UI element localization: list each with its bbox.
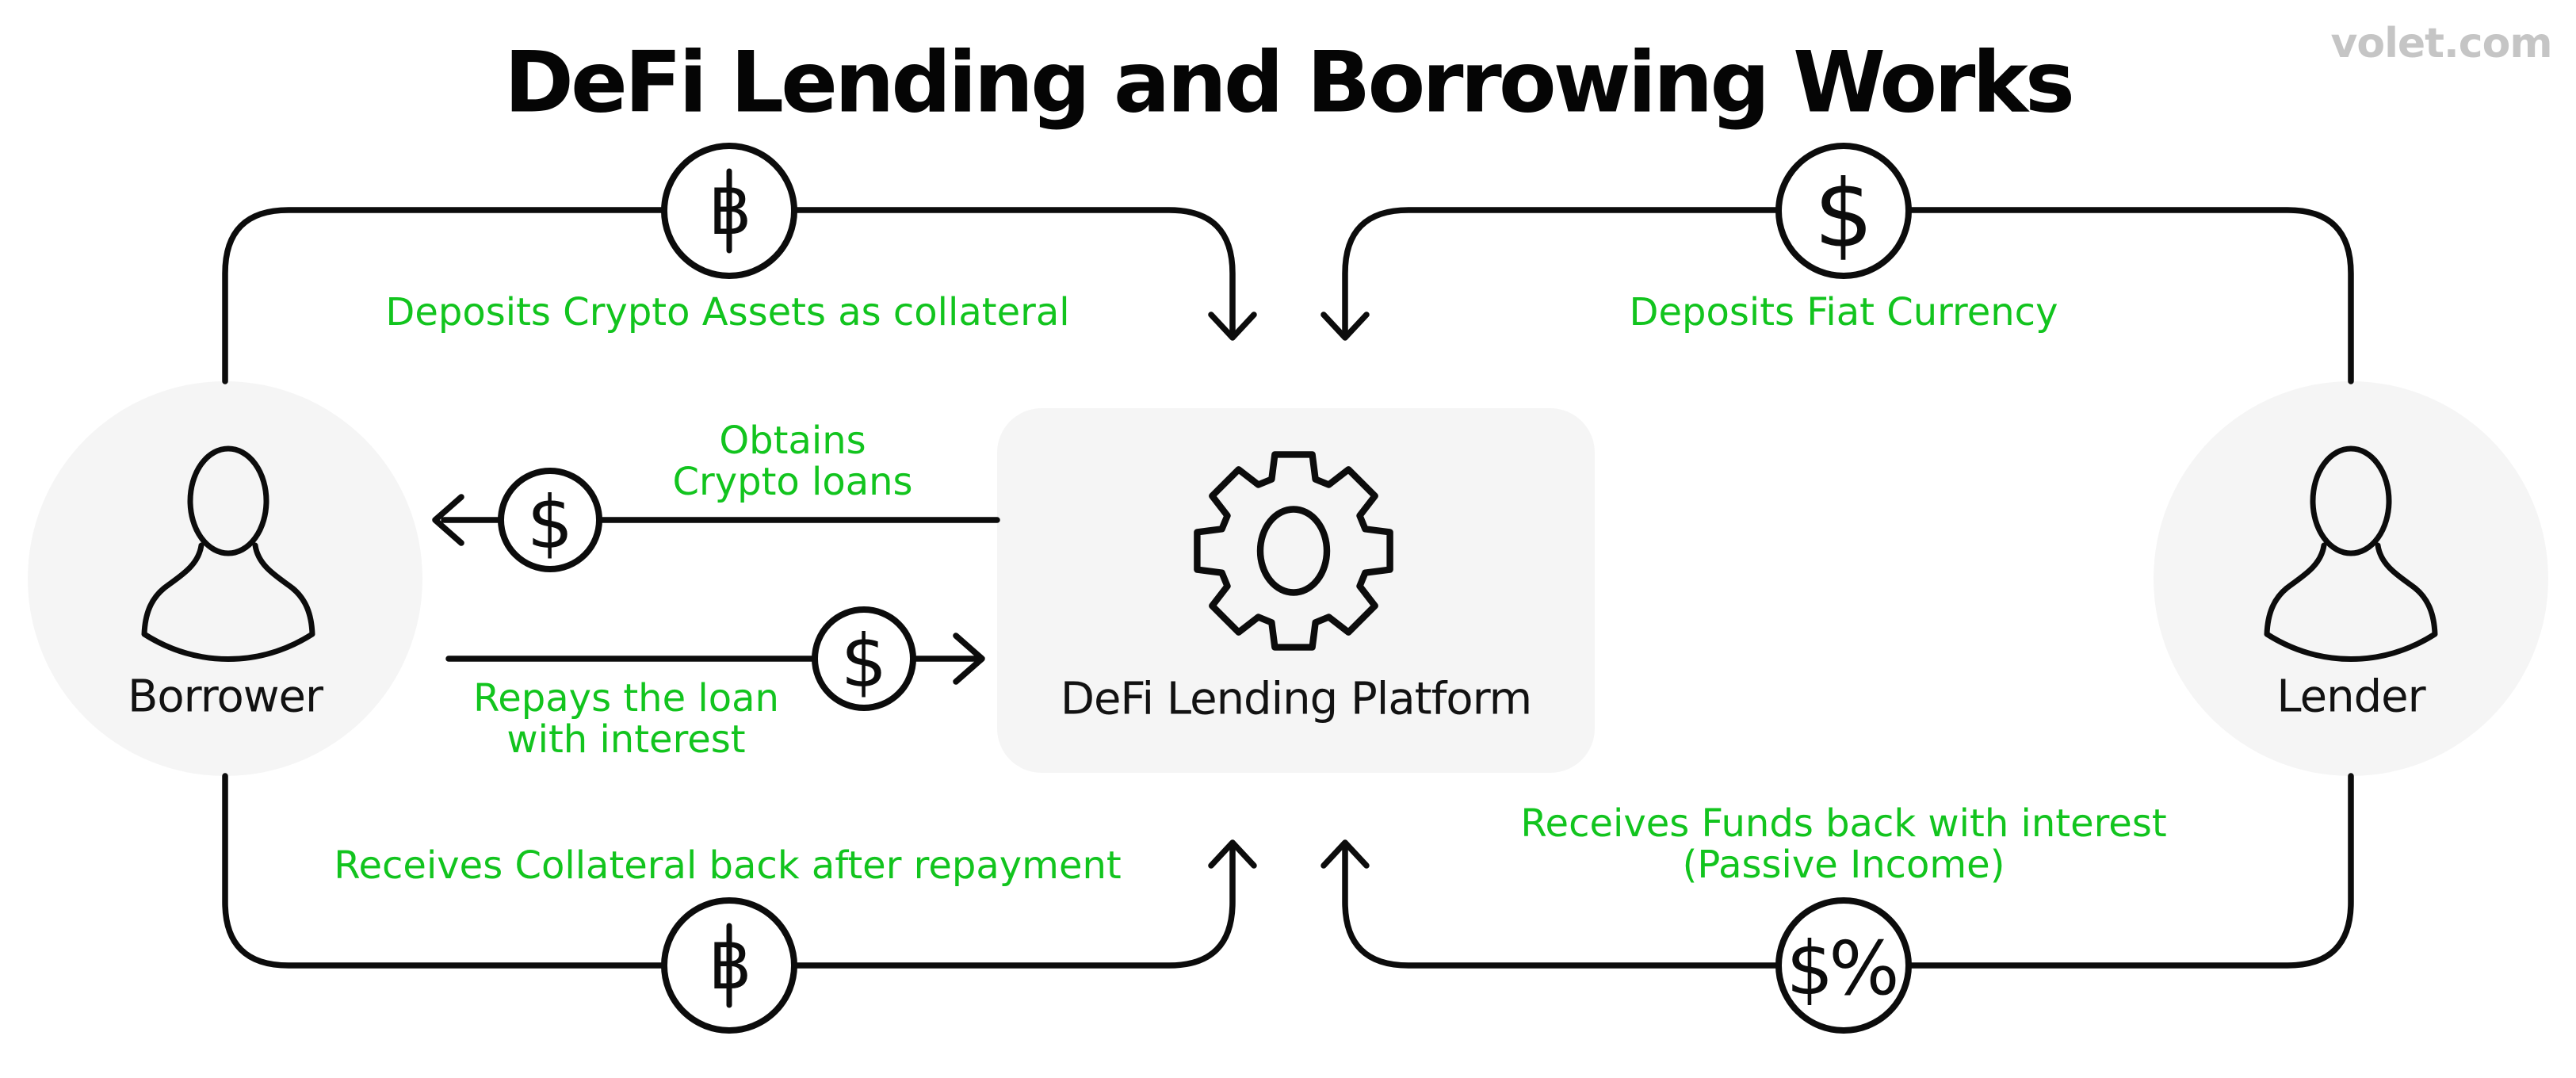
- watermark: volet.com: [2330, 20, 2552, 67]
- dollar-icon: $: [1775, 143, 1912, 279]
- label-receives-funds-line1: Receives Funds back with interest: [1520, 801, 2167, 846]
- arrowhead-right: [953, 633, 985, 685]
- platform-label: DeFi Lending Platform: [1060, 673, 1532, 725]
- label-obtains-loans-line1: Obtains: [719, 419, 866, 463]
- gear-icon: [1194, 451, 1393, 651]
- lender-label: Lender: [2276, 671, 2425, 723]
- label-receives-funds: Receives Funds back with interest (Passi…: [1520, 803, 2166, 885]
- svg-text:B: B: [709, 930, 752, 1003]
- label-repays-loan-line1: Repays the loan: [473, 676, 779, 721]
- borrower-label: Borrower: [127, 671, 323, 723]
- svg-text:$: $: [841, 619, 888, 704]
- lender-node-circle: [2154, 381, 2548, 776]
- dollar-icon: $: [812, 606, 916, 711]
- svg-text:$%: $%: [1786, 926, 1896, 1012]
- bitcoin-icon: B: [661, 897, 797, 1034]
- label-deposits-fiat: Deposits Fiat Currency: [1629, 290, 2058, 334]
- svg-text:B: B: [709, 175, 752, 249]
- arrowhead-down-right: [1320, 312, 1370, 341]
- bitcoin-icon: B: [661, 143, 797, 279]
- svg-text:$: $: [1814, 159, 1873, 268]
- dollar-percent-icon: $%: [1775, 897, 1912, 1034]
- label-repays-loan-line2: with interest: [506, 717, 746, 762]
- label-receives-funds-line2: (Passive Income): [1682, 843, 2005, 887]
- page-title: DeFi Lending and Borrowing Works: [504, 33, 2075, 132]
- label-receives-collateral: Receives Collateral back after repayment: [334, 843, 1122, 888]
- label-obtains-loans: Obtains Crypto loans: [672, 420, 912, 503]
- arrowhead-up-right: [1320, 839, 1370, 869]
- label-deposits-crypto: Deposits Crypto Assets as collateral: [385, 290, 1070, 334]
- label-repays-loan: Repays the loan with interest: [473, 678, 779, 760]
- arrowhead-up-left: [1208, 839, 1257, 869]
- borrower-node-circle: [28, 381, 422, 776]
- arrowhead-left: [432, 494, 464, 546]
- label-obtains-loans-line2: Crypto loans: [672, 460, 913, 504]
- dollar-icon: $: [498, 468, 602, 572]
- arrowhead-down-left: [1208, 312, 1257, 341]
- svg-text:$: $: [527, 480, 574, 565]
